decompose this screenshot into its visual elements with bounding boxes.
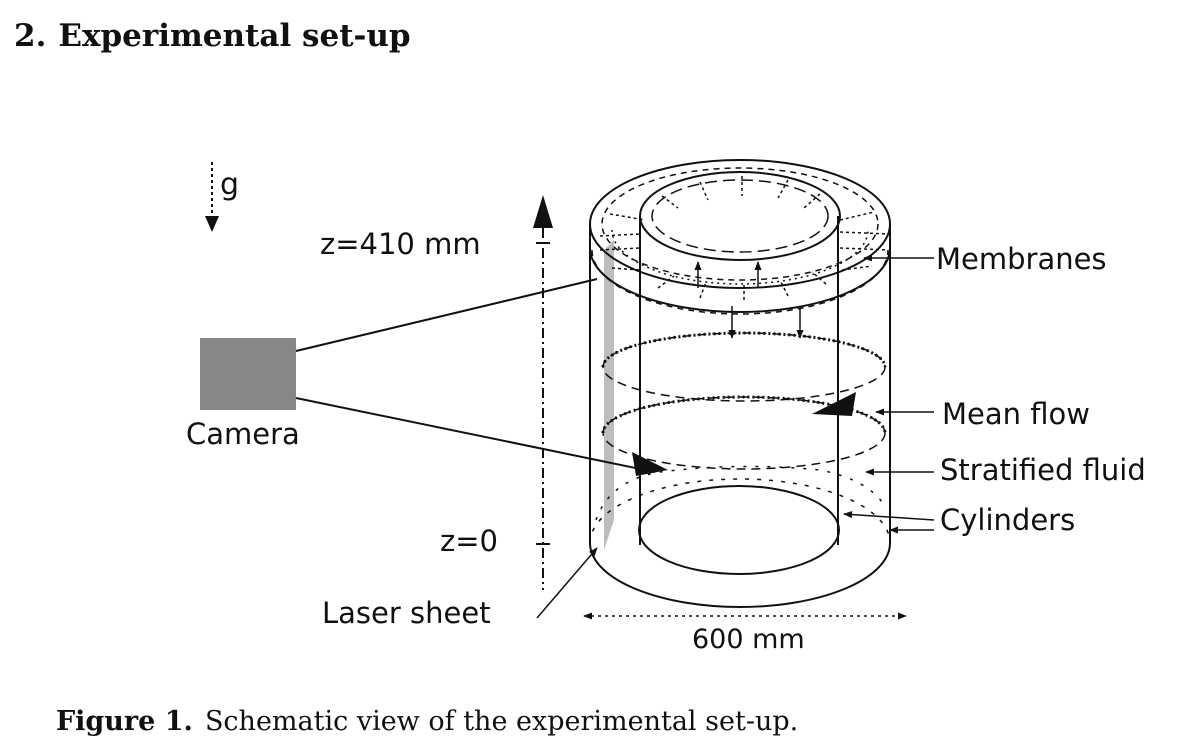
z-axis bbox=[533, 195, 553, 590]
width-label: 600 mm bbox=[692, 624, 805, 655]
width-dimension: 600 mm bbox=[583, 612, 907, 655]
caption-label: Figure 1. bbox=[56, 706, 193, 737]
callout-cylinders: Cylinders bbox=[940, 503, 1075, 537]
camera-box bbox=[200, 338, 296, 410]
callout-mean-flow: Mean flow bbox=[942, 397, 1090, 431]
laser-sheet bbox=[604, 240, 614, 550]
callout-stratified-fluid: Stratified fluid bbox=[940, 453, 1146, 487]
camera-view-lines bbox=[295, 278, 656, 473]
z-bottom-label: z=0 bbox=[440, 524, 498, 558]
gravity-label: g bbox=[220, 167, 239, 202]
mean-flow-arrowhead-back bbox=[812, 392, 856, 416]
membrane-flow-arrows bbox=[694, 261, 804, 339]
figure-caption: Figure 1. Schematic view of the experimen… bbox=[56, 706, 798, 737]
cylinder-apparatus bbox=[589, 159, 891, 608]
section-heading: 2. Experimental set-up bbox=[14, 18, 411, 54]
callout-arrows bbox=[536, 254, 935, 619]
section-number: 2. bbox=[14, 18, 47, 54]
gravity-indicator: g bbox=[205, 162, 239, 232]
callout-membranes: Membranes bbox=[936, 242, 1107, 276]
laser-sheet-label: Laser sheet bbox=[322, 596, 491, 630]
camera-label: Camera bbox=[186, 417, 300, 451]
section-title: Experimental set-up bbox=[58, 18, 411, 54]
caption-text: Schematic view of the experimental set-u… bbox=[204, 706, 799, 737]
z-top-label: z=410 mm bbox=[320, 227, 481, 261]
